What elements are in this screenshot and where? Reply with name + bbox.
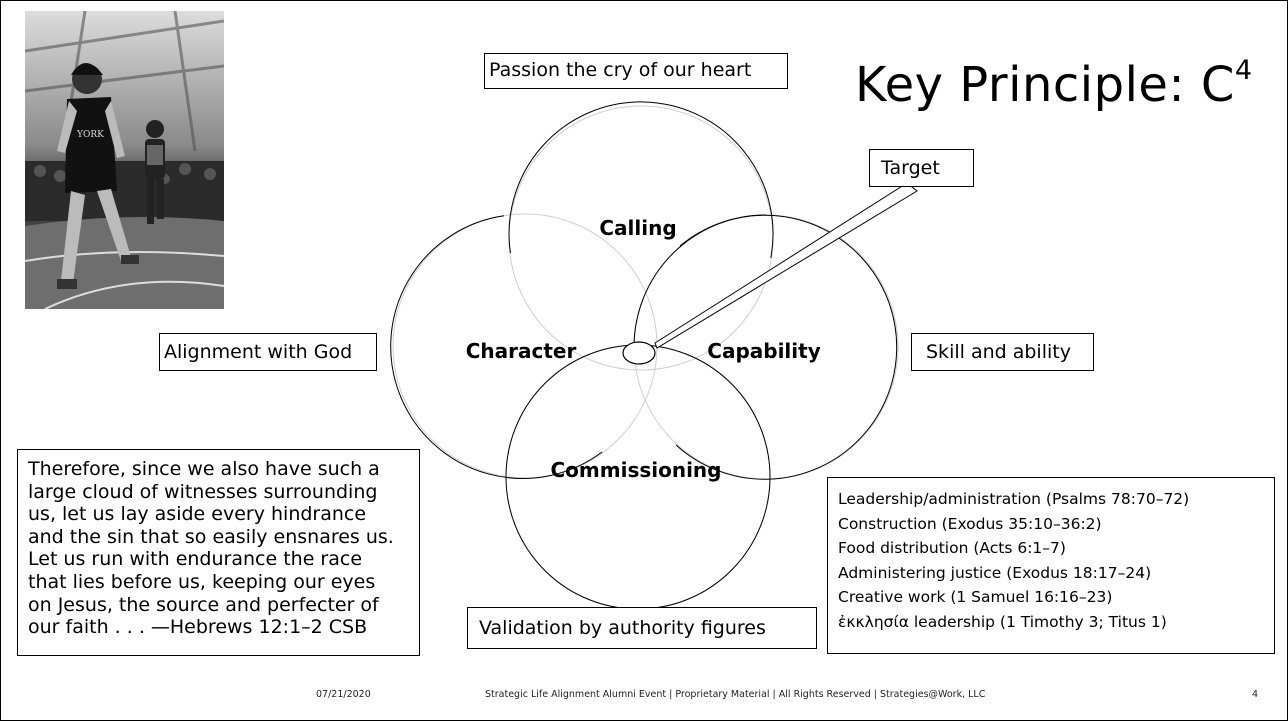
label-calling: Calling [599, 216, 676, 240]
label-character: Character [466, 339, 577, 363]
callout-capability: Skill and ability [911, 333, 1094, 371]
quote-line: and the sin that so easily ensnares us. [28, 525, 394, 548]
quote-line: Therefore, since we also have such a [28, 458, 380, 480]
list-item: Leadership/administration (Psalms 78:70–… [838, 490, 1190, 508]
quote-line: us, let us lay aside every hindrance [28, 503, 367, 526]
slide-title: Key Principle: C4 [855, 55, 1253, 113]
list-item: Construction (Exodus 35:10–36:2) [838, 514, 1102, 533]
circle-calling [508, 101, 774, 259]
quote-line: large cloud of witnesses surrounding [28, 480, 378, 503]
quote-line: our faith . . . —Hebrews 12:1–2 CSB [28, 616, 368, 639]
list-item: ἐκκλησία leadership (1 Timothy 3; Titus … [838, 612, 1167, 631]
runner-photo: YORK [25, 11, 224, 309]
examples-list: Leadership/administration (Psalms 78:70–… [827, 477, 1275, 654]
jersey-label: YORK [76, 130, 104, 140]
callout-calling: Passion the cry of our heart [484, 53, 788, 89]
quote-line: on Jesus, the source and perfecter of [28, 593, 379, 616]
callout-character: Alignment with God [159, 333, 377, 371]
scripture-quote: Therefore, since we also have such a lar… [17, 449, 420, 656]
callout-target: Target [869, 149, 974, 187]
list-item: Food distribution (Acts 6:1–7) [838, 539, 1066, 558]
quote-line: Let us run with endurance the race [28, 548, 363, 571]
title-superscript: 4 [1234, 55, 1253, 86]
footer-date: 07/21/2020 [316, 689, 371, 700]
list-item: Creative work (1 Samuel 16:16–23) [838, 588, 1113, 607]
circle-capability [675, 214, 898, 480]
target-pointer [654, 182, 918, 349]
label-commissioning: Commissioning [550, 458, 721, 482]
quote-line: that lies before us, keeping our eyes [28, 570, 376, 593]
circle-character [390, 215, 603, 479]
footer-text: Strategic Life Alignment Alumni Event | … [485, 689, 986, 700]
list-item: Administering justice (Exodus 18:17–24) [838, 563, 1152, 582]
callout-commissioning: Validation by authority figures [467, 607, 817, 649]
footer-page-number: 4 [1252, 689, 1259, 700]
target-ellipse [622, 341, 656, 365]
label-capability: Capability [707, 339, 820, 363]
